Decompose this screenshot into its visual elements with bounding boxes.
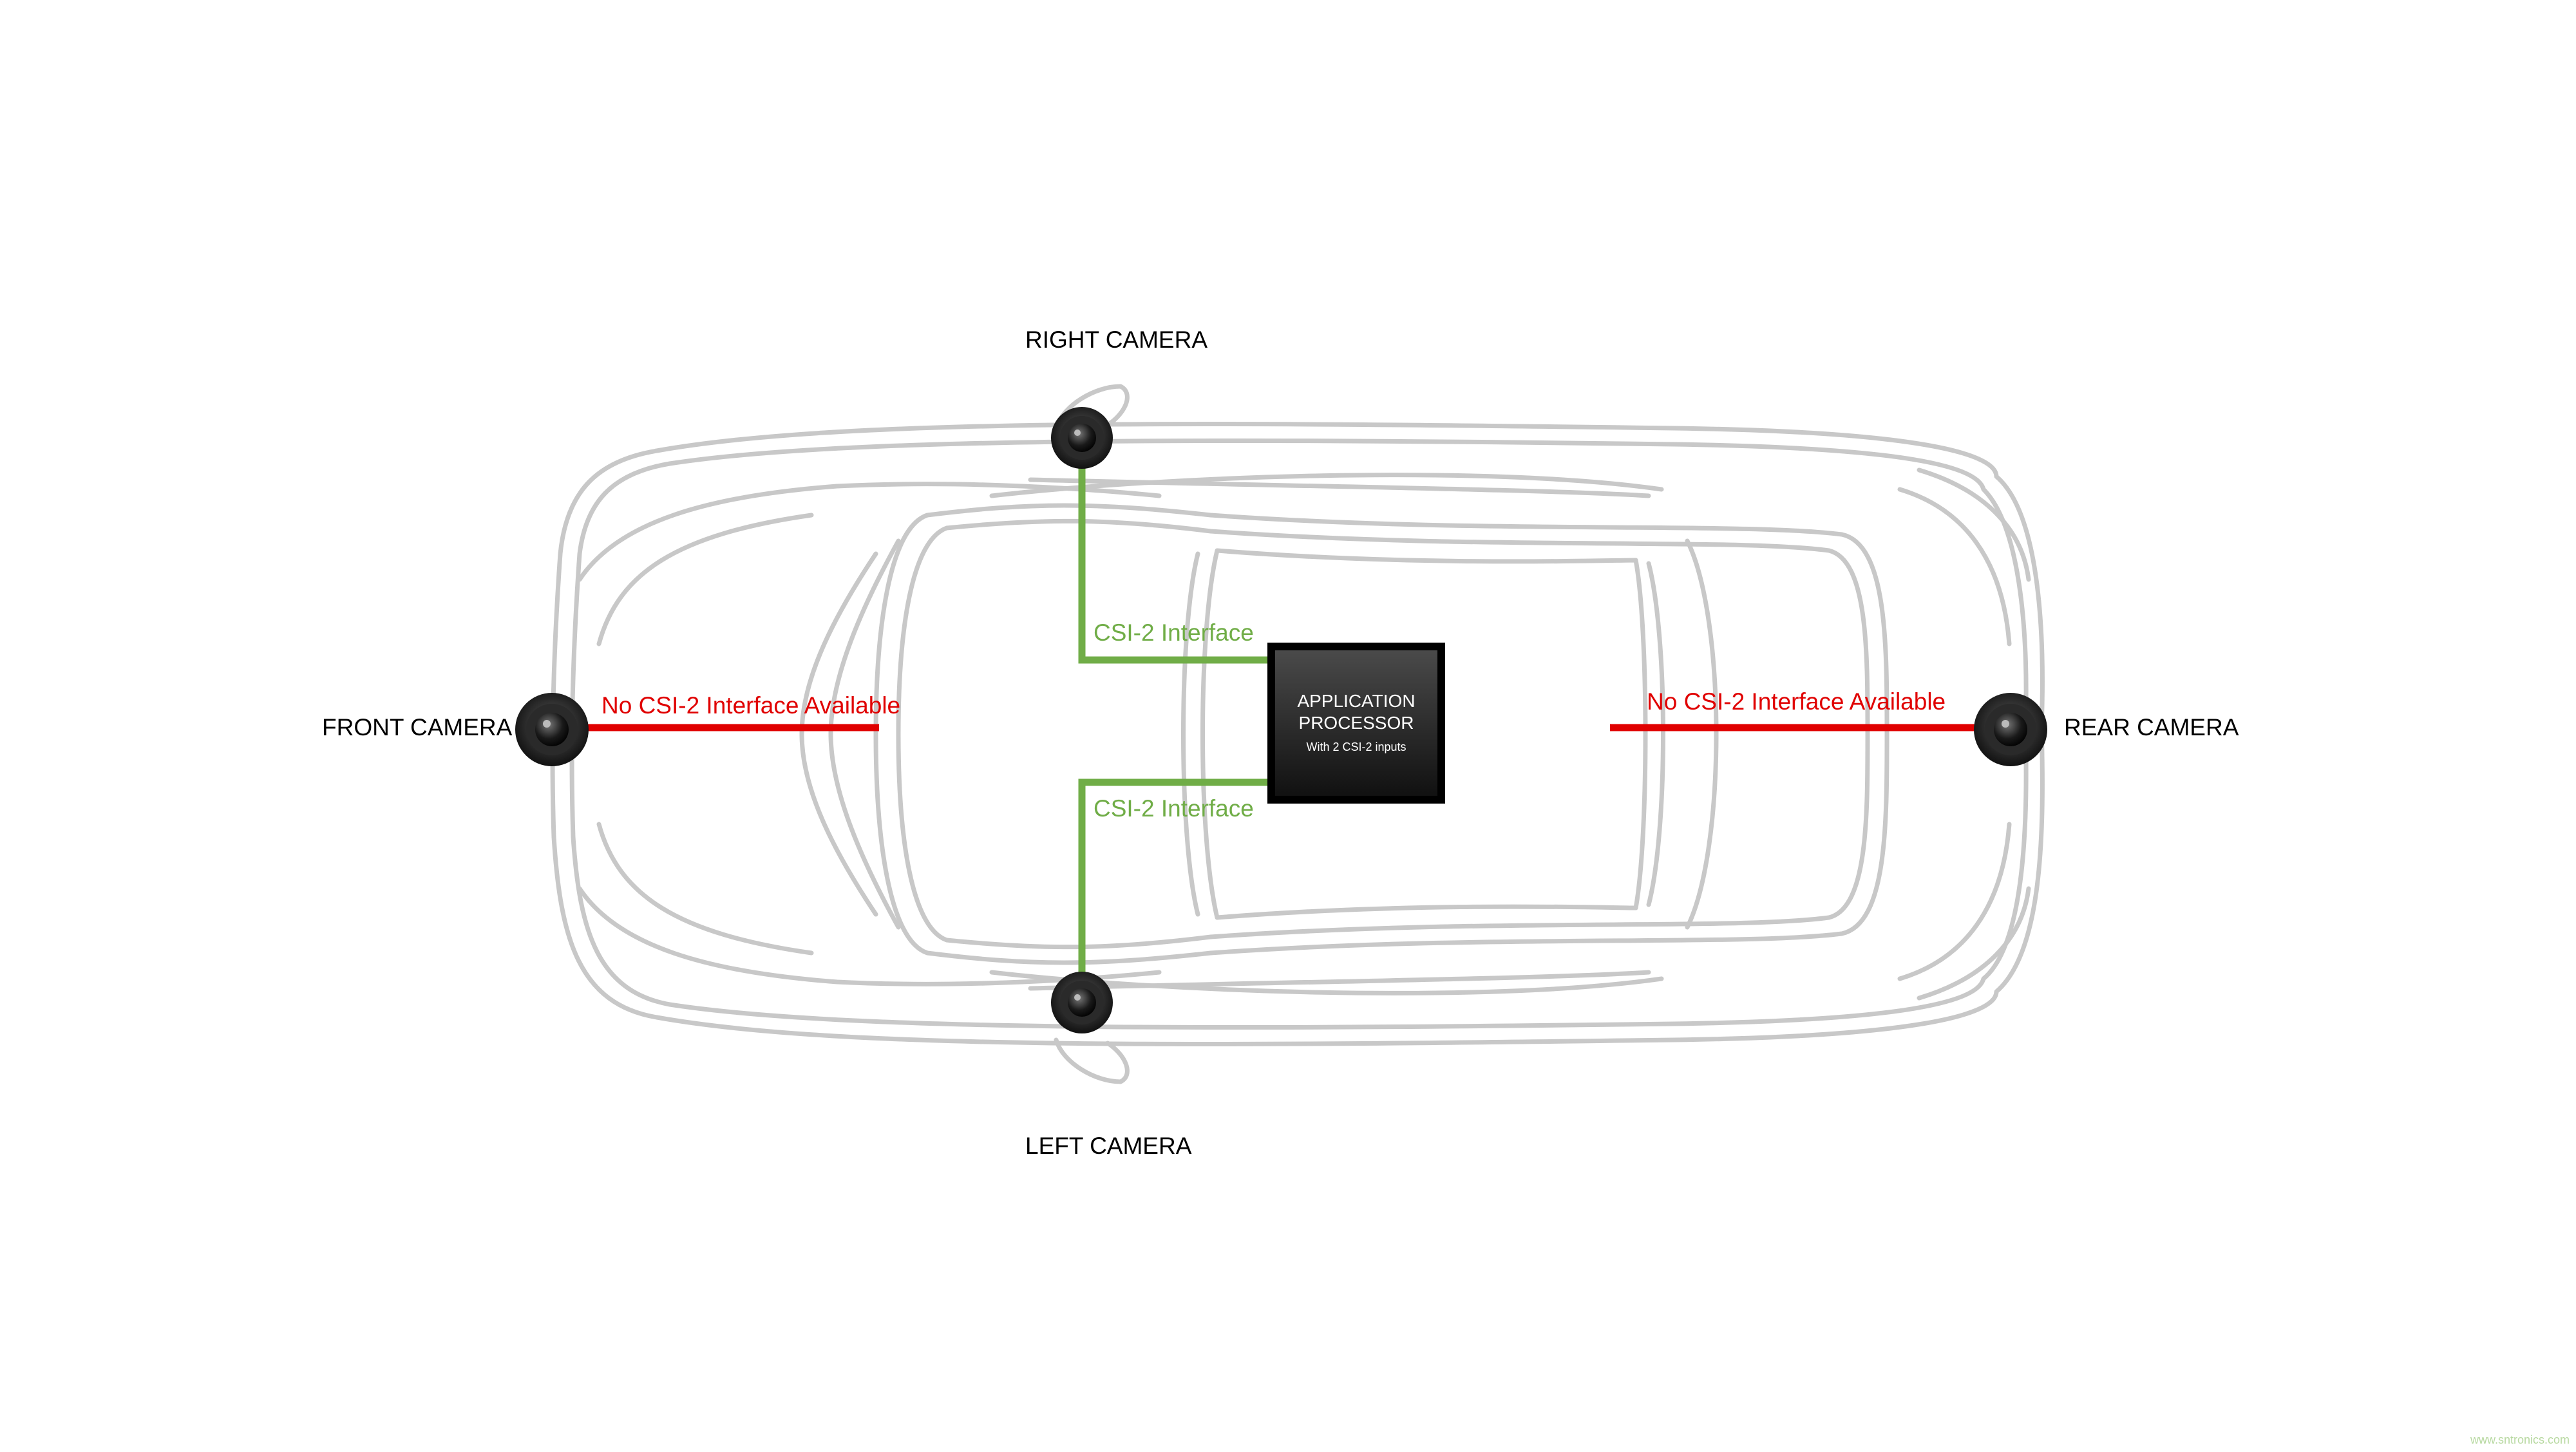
front-camera-icon <box>515 693 589 766</box>
processor-label-line1: APPLICATION <box>1297 691 1415 711</box>
right-link-label: CSI-2 Interface <box>1094 619 1254 646</box>
processor-label-line2: PROCESSOR <box>1299 713 1414 733</box>
processor-label-line3: With 2 CSI-2 inputs <box>1306 740 1406 753</box>
rear-camera-label: REAR CAMERA <box>2064 714 2239 740</box>
watermark: www.sntronics.com <box>2470 1433 2570 1446</box>
left-link-label: CSI-2 Interface <box>1094 795 1254 822</box>
right-csi-link <box>1078 438 1269 664</box>
right-camera-label: RIGHT CAMERA <box>1025 326 1208 353</box>
left-csi-link <box>1078 778 1269 1001</box>
right-camera-icon <box>1051 407 1113 469</box>
left-camera-label: LEFT CAMERA <box>1025 1133 1192 1159</box>
left-camera-icon <box>1051 972 1113 1033</box>
application-processor: APPLICATION PROCESSOR With 2 CSI-2 input… <box>1267 643 1445 804</box>
front-link-label: No CSI-2 Interface Available <box>601 692 900 719</box>
front-camera-label: FRONT CAMERA <box>322 714 513 740</box>
rear-camera-icon <box>1974 693 2047 766</box>
link-lines <box>583 438 1980 1001</box>
rear-link-label: No CSI-2 Interface Available <box>1647 688 1946 715</box>
car-outline <box>550 384 2045 1084</box>
